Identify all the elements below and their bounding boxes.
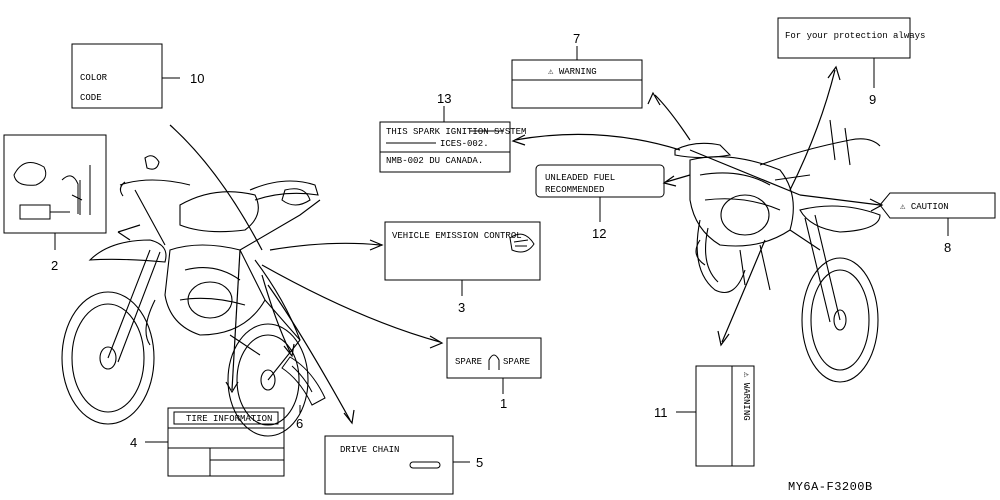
color-code-line1: COLOR [80,73,108,83]
left-motorcycle-illustration [61,155,321,437]
callout-10: 10 [190,71,204,86]
right-motorcycle-illustration [674,119,881,383]
unleaded-line2: RECOMMENDED [545,185,604,195]
color-code-line2: CODE [80,93,102,103]
callout-4: 4 [130,435,137,450]
callout-2: 2 [51,258,58,273]
tire-information-text: TIRE INFORMATION [186,414,272,424]
label-tire-information: TIRE INFORMATION 4 [130,407,285,477]
unleaded-line1: UNLEADED FUEL [545,173,615,183]
leader-arrows [117,65,884,425]
callout-8: 8 [944,240,951,255]
spark-ignition-line1: THIS SPARK IGNITION SYSTEM [386,127,526,137]
label-spare: SPARE SPARE 1 [446,337,542,411]
callout-13: 13 [437,91,451,106]
diagram-code: MY6A-F3200B [788,480,873,494]
spare-right-text: SPARE [503,357,530,367]
vehicle-emission-text: VEHICLE EMISSION CONTROL [392,231,522,241]
wing-logo-icon [509,233,535,253]
callout-5: 5 [476,455,483,470]
drive-chain-text: DRIVE CHAIN [340,445,399,455]
caution-text: ⚠ CAUTION [900,202,949,212]
label-warning-top: ⚠ WARNING 7 [511,31,643,109]
callout-3: 3 [458,300,465,315]
callout-7: 7 [573,31,580,46]
callout-12: 12 [592,226,606,241]
warning-top-text: ⚠ WARNING [548,67,597,77]
label-warning-vertical: ⚠ WARNING 11 [654,365,755,467]
callout-9: 9 [869,92,876,107]
label-vehicle-emission-control: VEHICLE EMISSION CONTROL 3 [384,221,541,315]
spark-ignition-line3: NMB-002 DU CANADA. [386,156,483,166]
callout-6: 6 [296,416,303,431]
label-protection: For your protection always 9 [777,17,925,107]
label-curved-sticker: 6 [281,356,326,431]
label-unleaded-fuel: UNLEADED FUEL RECOMMENDED 12 [535,164,665,241]
label-wire-harness-inset: 2 [3,134,107,273]
callout-11: 11 [654,405,668,420]
protection-text: For your protection always [785,31,925,41]
label-spark-ignition: THIS SPARK IGNITION SYSTEM ICES-002. NMB… [379,91,526,173]
callout-1: 1 [500,396,507,411]
label-caution: ⚠ CAUTION 8 [879,192,996,255]
label-color-code: COLOR CODE 10 [71,43,204,109]
warning-vertical-text: ⚠ WARNING [741,372,751,421]
label-drive-chain: DRIVE CHAIN 5 [324,435,483,495]
spark-ignition-line2: ICES-002. [440,139,489,149]
spare-left-text: SPARE [455,357,482,367]
